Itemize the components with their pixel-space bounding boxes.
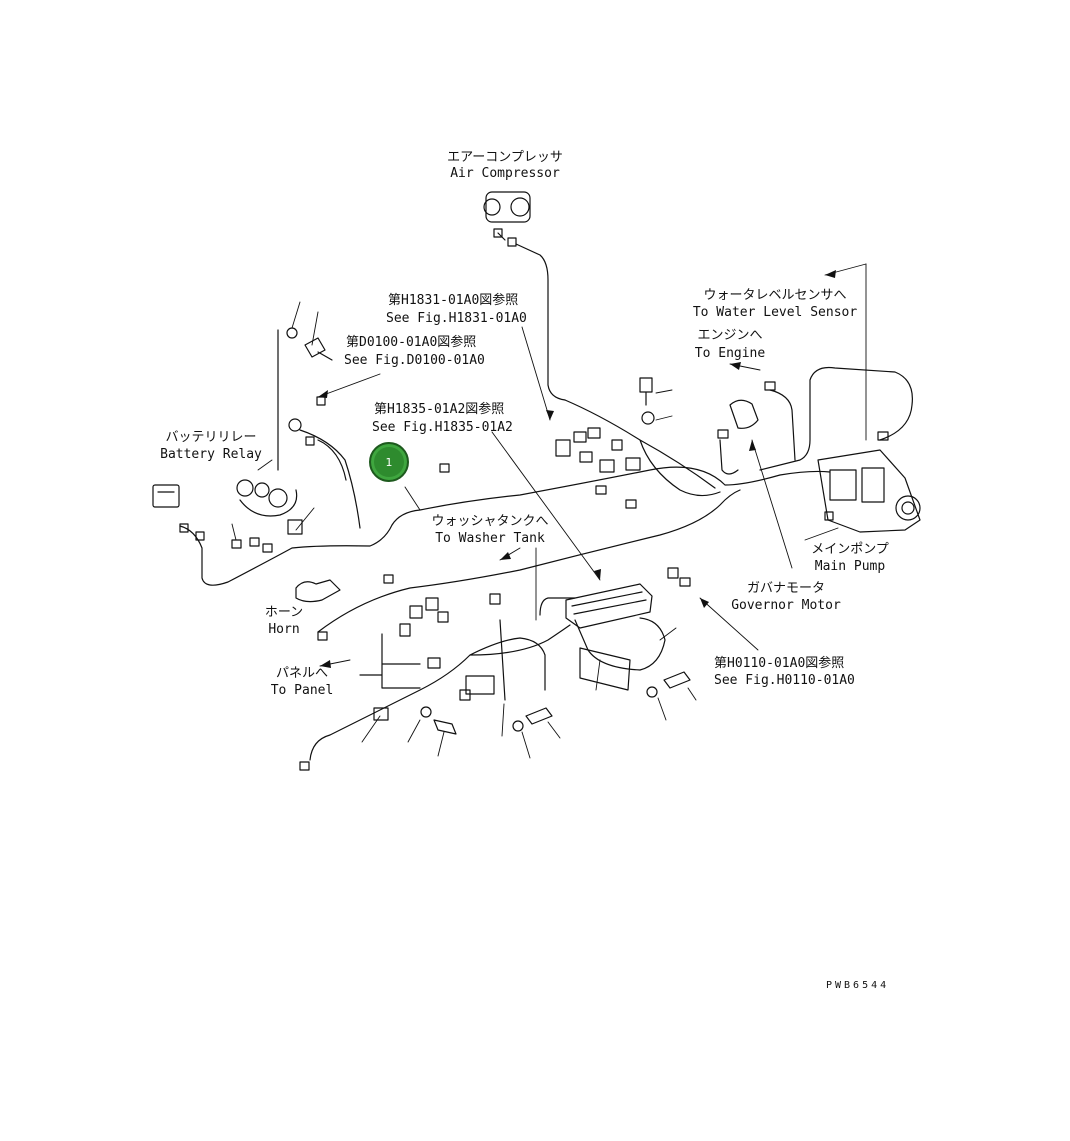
label-see-h1831-en: See Fig.H1831-01A0 (386, 311, 527, 326)
label-air-compressor-jp: エアーコンプレッサ (447, 150, 563, 165)
right-harness-upper (565, 400, 720, 496)
label-horn-jp: ホーン (264, 605, 304, 620)
main-harness-trunk (180, 467, 830, 585)
water-level-wire (760, 368, 912, 471)
horn-part (296, 580, 340, 640)
label-engine-en: To Engine (694, 346, 766, 361)
washer-wire (500, 598, 575, 700)
label-see-h1835-en: See Fig.H1835-01A2 (372, 420, 513, 435)
callout-1-number: 1 (385, 455, 393, 469)
bolt-washer-set-top-left (287, 328, 332, 445)
label-governor-motor-en: Governor Motor (731, 598, 841, 613)
connector-cluster-lower (300, 464, 500, 770)
bolt-washer-set-lower (421, 672, 690, 734)
label-air-compressor-en: Air Compressor (450, 166, 560, 181)
engine-wire (770, 390, 795, 460)
label-see-h1835-jp: 第H1835-01A2図参照 (374, 402, 505, 417)
label-main-pump-en: Main Pump (814, 559, 886, 574)
label-washer-tank-en: To Washer Tank (435, 531, 545, 546)
label-see-d0100-en: See Fig.D0100-01A0 (344, 353, 485, 368)
governor-wire (575, 618, 665, 670)
label-see-h1831-jp: 第H1831-01A0図参照 (388, 293, 519, 308)
label-main-pump-jp: メインポンプ (811, 542, 889, 557)
bolt-washer-set-center (640, 378, 654, 424)
air-compressor-part (484, 192, 530, 246)
label-water-level-en: To Water Level Sensor (692, 305, 858, 320)
leader-lines (232, 264, 866, 758)
label-see-h0110-jp: 第H0110-01A0図参照 (714, 656, 845, 671)
label-panel-en: To Panel (270, 683, 334, 698)
battery-relay-wire (278, 330, 360, 528)
label-battery-relay-en: Battery Relay (160, 447, 262, 462)
fuse-box-part (566, 568, 690, 628)
label-battery-relay-jp: バッテリリレー (165, 430, 257, 445)
label-see-h0110-en: See Fig.H0110-01A0 (714, 673, 855, 688)
label-see-d0100-jp: 第D0100-01A0図参照 (346, 335, 477, 350)
label-washer-tank-jp: ウォッシャタンクへ (431, 514, 549, 529)
label-water-level-jp: ウォータレベルセンサへ (703, 288, 847, 303)
main-pump-part (818, 432, 920, 532)
battery-relay-part (153, 480, 302, 552)
engine-sensor-part (718, 382, 775, 474)
label-horn-en: Horn (268, 622, 300, 637)
drawing-code: PWB6544 (826, 980, 890, 991)
compressor-wire (498, 233, 565, 400)
label-panel-jp: パネルへ (275, 666, 328, 681)
secondary-harness (318, 490, 740, 632)
arrowheads (318, 270, 836, 668)
label-engine-jp: エンジンへ (697, 328, 763, 343)
lower-harness (310, 625, 570, 760)
panel-bracket (360, 634, 630, 690)
callout-1-badge[interactable]: 1 (369, 442, 409, 482)
label-governor-motor-jp: ガバナモータ (746, 581, 825, 596)
relay-block-part (556, 428, 640, 508)
